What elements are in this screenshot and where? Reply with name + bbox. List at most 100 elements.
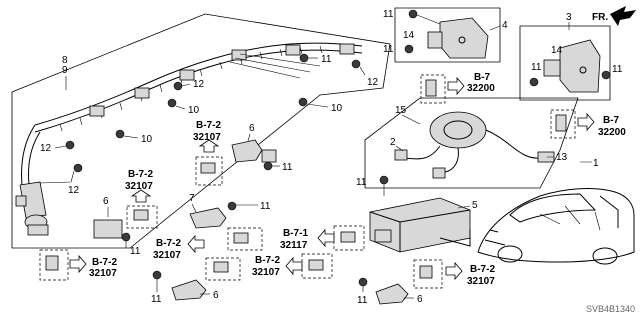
- callout-8: 8: [62, 55, 68, 66]
- ref-number: 32200: [598, 127, 626, 138]
- bolt-10-a: [298, 97, 329, 108]
- ref-label: B-7-2: [196, 120, 221, 131]
- bolt-11-6c: [152, 270, 162, 292]
- callout-12: 12: [367, 77, 379, 88]
- callout-11: 11: [282, 162, 293, 173]
- callout-10: 10: [188, 105, 200, 116]
- callout-6: 6: [249, 123, 255, 134]
- bolt-10-c: [167, 98, 186, 110]
- callout-1: 1: [593, 158, 599, 169]
- callout-11: 11: [151, 294, 162, 305]
- ref-label: B-7-2: [156, 238, 181, 249]
- bolt-11-6b: [121, 232, 131, 248]
- bolt-10-b: [115, 129, 139, 139]
- ref-number: 32117: [280, 240, 308, 251]
- callout-14: 14: [403, 30, 415, 41]
- ref-label: B-7-2: [255, 255, 280, 266]
- ref-label: B-7-2: [470, 264, 495, 275]
- callout-6: 6: [103, 196, 109, 207]
- ref-number: 32200: [467, 83, 495, 94]
- ref-number: 32107: [467, 276, 495, 287]
- impact-sensor-6b: [93, 219, 123, 239]
- callout-11: 11: [130, 246, 141, 257]
- ref-b7-2-32107-f: B-7-2 32107: [413, 259, 495, 289]
- callout-11: 11: [260, 201, 271, 212]
- direction-label: FR.: [592, 12, 608, 23]
- ref-number: 32107: [193, 132, 221, 143]
- ref-number: 32107: [125, 181, 153, 192]
- ref-number: 32107: [252, 267, 280, 278]
- callout-11: 11: [383, 44, 394, 55]
- vehicle-outline: [477, 188, 635, 265]
- leader-15: [401, 114, 421, 125]
- impact-sensor-6c: [171, 279, 210, 301]
- connector-center: [205, 257, 241, 281]
- impact-sensor-6a: [231, 133, 277, 163]
- callout-2: 2: [390, 137, 396, 148]
- callout-4: 4: [502, 20, 508, 31]
- front-direction-arrow: FR.: [592, 6, 636, 26]
- ref-b7-2-32107-c: B-7-2 32107: [39, 249, 117, 281]
- callout-3: 3: [566, 12, 572, 23]
- cable-reel-frame: [364, 97, 579, 189]
- bolt-12-d: [351, 59, 366, 76]
- leader-5: [457, 205, 471, 209]
- ref-number: 32107: [153, 250, 181, 261]
- ref-b7-32200-a: B-7 32200: [420, 72, 495, 104]
- ref-b7-1-32117: B-7-1 32117: [280, 225, 365, 251]
- ref-number: 32107: [89, 268, 117, 279]
- leader-7: [191, 203, 197, 213]
- callout-12: 12: [68, 185, 80, 196]
- ref-label: B-7-2: [128, 169, 153, 180]
- callout-9: 9: [62, 65, 68, 76]
- callout-11: 11: [321, 54, 332, 65]
- callout-6: 6: [417, 294, 423, 305]
- diagram-code: SVB4B1340: [586, 304, 635, 314]
- callout-6: 6: [213, 290, 219, 301]
- bolt-11-sensor-a: [408, 9, 441, 25]
- side-sensor-bracket-right: [543, 39, 601, 93]
- callout-11: 11: [356, 177, 367, 188]
- ref-label: B-7: [474, 72, 491, 83]
- callout-11: 11: [357, 295, 368, 306]
- bolt-11-6d: [358, 277, 368, 292]
- curtain-airbag-module: [15, 42, 363, 236]
- callout-12: 12: [40, 143, 52, 154]
- side-sensor-bracket-left: [427, 17, 489, 59]
- bolt-11-sensor-d: [601, 70, 611, 80]
- callout-15: 15: [395, 105, 407, 116]
- callout-11: 11: [612, 64, 623, 75]
- bolt-12-c: [39, 163, 83, 184]
- ref-label: B-7-2: [92, 257, 117, 268]
- callout-labels-left: 8 9 12 11 12 10 10 10 12 12: [40, 54, 379, 196]
- ref-b7-2-32107-e: B-7-2 32107: [252, 253, 333, 279]
- callout-7: 7: [189, 193, 195, 204]
- ref-b7-32200-b: B-7 32200: [550, 109, 626, 139]
- ref-label: B-7-1: [283, 228, 308, 239]
- curtain-airbag-frame: [11, 13, 391, 249]
- impact-sensor-6d: [375, 283, 414, 305]
- bolt-11-top: [299, 53, 318, 63]
- leader-2: [395, 145, 404, 152]
- ref-b7-2-32107-b: B-7-2 32107: [125, 169, 158, 229]
- callout-10: 10: [141, 134, 153, 145]
- cable-reel: [394, 111, 555, 179]
- bolt-11-sensor-c: [529, 77, 539, 87]
- leader-4: [489, 25, 501, 31]
- callout-11: 11: [383, 9, 394, 20]
- srs-unit: [369, 197, 471, 253]
- ref-b7-2-32107-d: B-7-2 32107: [153, 227, 263, 261]
- buckle-sensor-7: [189, 207, 227, 229]
- bolt-11-sensor-b: [404, 44, 414, 54]
- bolt-11-srs: [379, 175, 389, 196]
- leader-13: [547, 156, 592, 163]
- callout-11: 11: [531, 62, 542, 73]
- bolt-12-a: [173, 81, 191, 91]
- callout-10: 10: [331, 103, 343, 114]
- callout-5: 5: [472, 200, 478, 211]
- callout-12: 12: [193, 79, 205, 90]
- bolt-11-6a: [263, 161, 280, 171]
- callout-13: 13: [556, 152, 568, 163]
- callout-14: 14: [551, 45, 563, 56]
